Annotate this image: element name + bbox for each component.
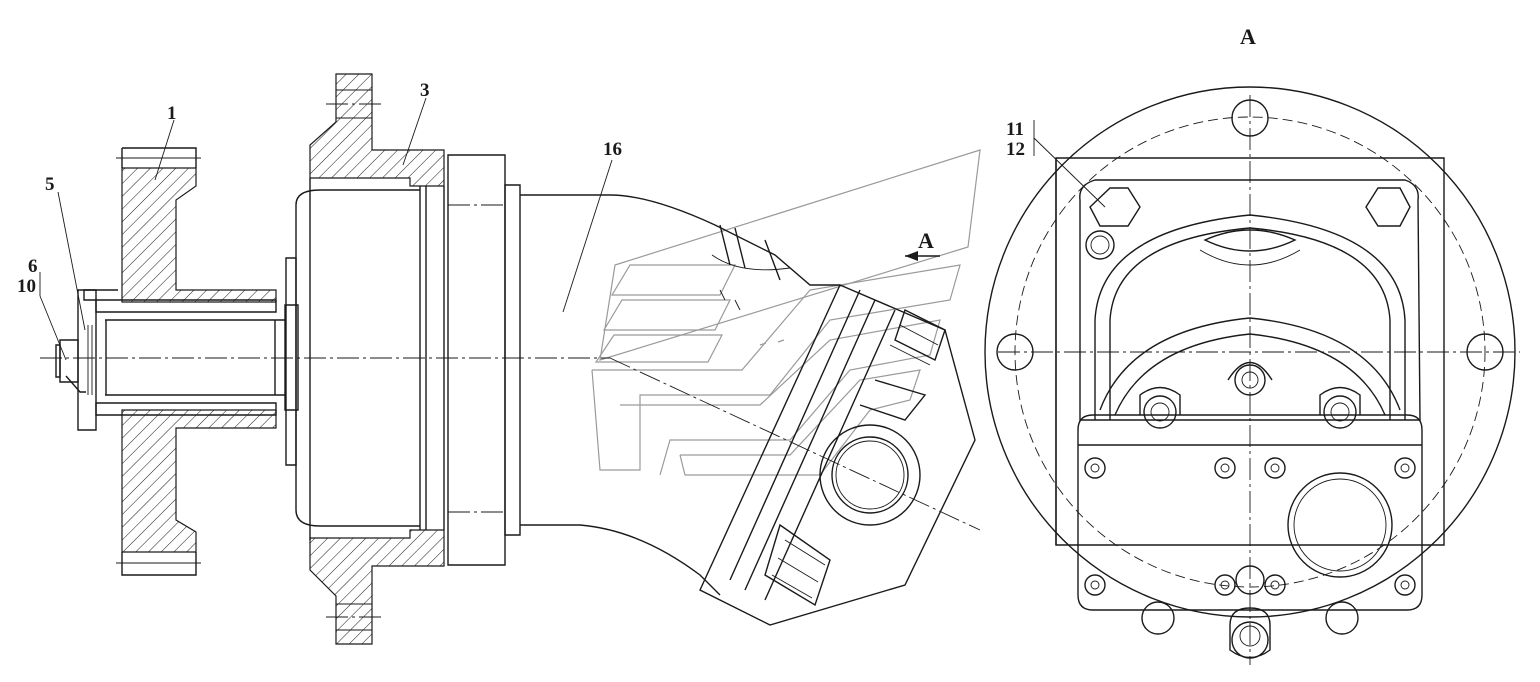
bolt-holes bbox=[1084, 457, 1416, 596]
watermark-logo bbox=[591, 149, 981, 476]
label-part-11: 11 bbox=[1006, 119, 1024, 140]
label-part-6: 6 bbox=[28, 256, 38, 277]
pulley-part-1 bbox=[95, 147, 299, 576]
label-part-1: 1 bbox=[167, 103, 177, 124]
view-a-projection bbox=[984, 86, 1520, 665]
motor-body-part-16 bbox=[40, 154, 981, 626]
label-part-10: 10 bbox=[17, 276, 36, 297]
part-labels: 1 3 5 6 10 16 11 12 A A bbox=[17, 24, 1256, 297]
label-part-16: 16 bbox=[603, 139, 622, 160]
label-part-5: 5 bbox=[45, 174, 55, 195]
leader-lines bbox=[39, 97, 1106, 361]
view-a-title: A bbox=[1240, 24, 1256, 49]
label-part-3: 3 bbox=[420, 80, 430, 101]
shaft-nut-parts-5-6-10 bbox=[55, 289, 118, 431]
view-direction-arrow-label: A bbox=[918, 228, 934, 253]
label-part-12: 12 bbox=[1006, 139, 1025, 160]
housing-part-3 bbox=[285, 73, 445, 645]
